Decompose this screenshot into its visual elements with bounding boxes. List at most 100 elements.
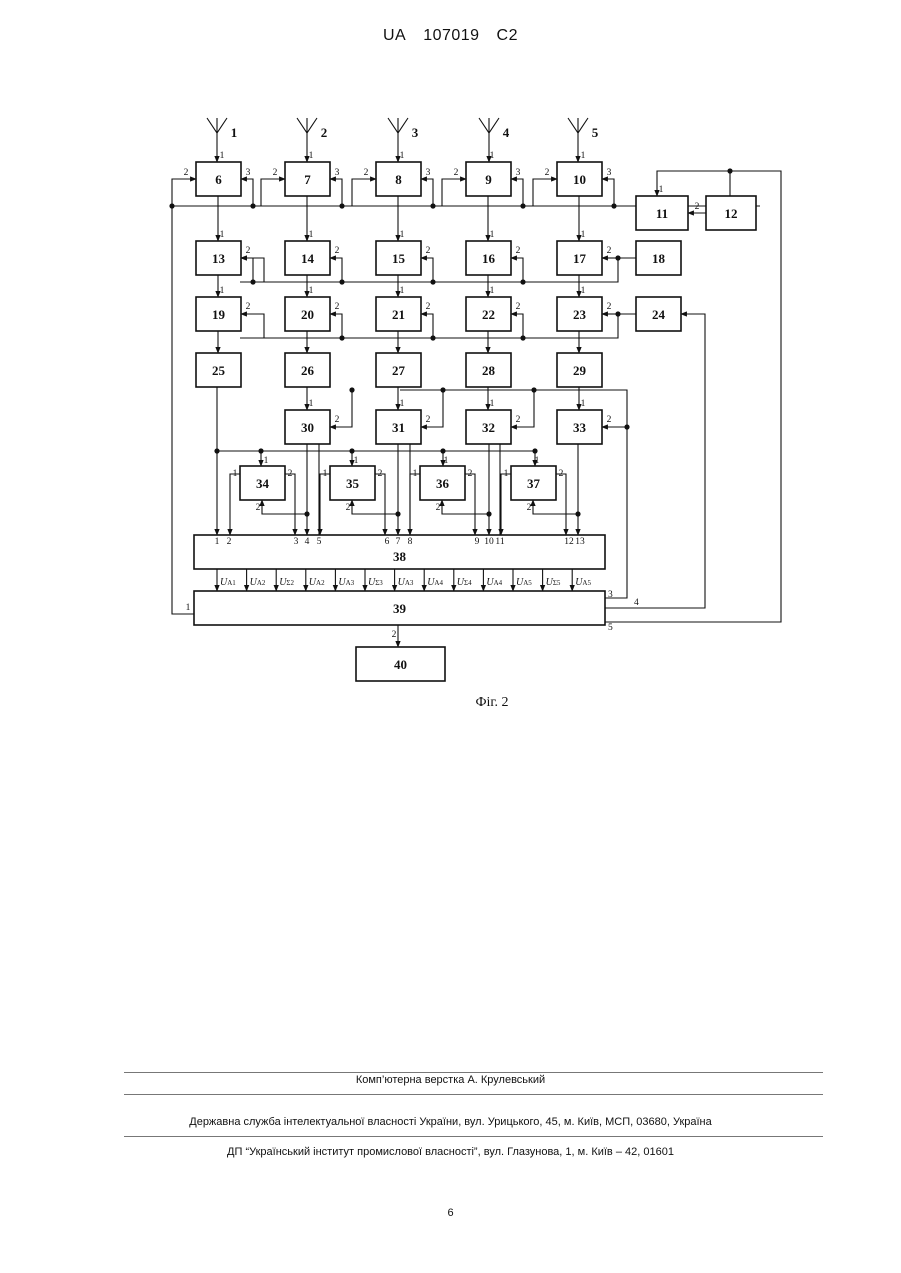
junction-dot [250, 203, 255, 208]
block-label-11: 11 [656, 206, 668, 221]
block38-input-3: 3 [294, 537, 299, 547]
port-label: 2 [246, 302, 251, 312]
port-label: 2 [545, 168, 550, 178]
junction-dot [258, 448, 263, 453]
cmp-port2 [352, 500, 398, 514]
port-3-line [241, 179, 253, 206]
port-3-line [511, 179, 523, 206]
block-label-38: 38 [393, 549, 407, 564]
junction-dot [575, 511, 580, 516]
row3-port2 [421, 314, 433, 338]
port-3-line [602, 179, 614, 206]
block38-input-8: 8 [408, 537, 413, 547]
port-label: 1 [220, 151, 225, 161]
port-label: 1 [581, 286, 586, 296]
port-label: 2 [246, 246, 251, 256]
port-label: 1 [504, 469, 509, 479]
port-label: 1 [309, 230, 314, 240]
port-label: 2 [516, 415, 521, 425]
row3-port2 [511, 314, 523, 338]
port-label: 1 [354, 456, 359, 466]
bus-label: UA3 [338, 577, 354, 588]
cmp-out-2 [285, 474, 295, 535]
block-label-32: 32 [482, 420, 495, 435]
port-label: 2 [559, 469, 564, 479]
port-label: 1 [490, 151, 495, 161]
row3-port2 [330, 314, 342, 338]
cmp-out-1 [501, 474, 511, 535]
port-label: 2 [607, 415, 612, 425]
port-label: 4 [634, 598, 639, 608]
junction-dot [430, 203, 435, 208]
antenna-label-2: 2 [321, 125, 328, 140]
bus-label: UΣ4 [457, 577, 472, 588]
block-label-25: 25 [212, 363, 226, 378]
junction-dot [520, 279, 525, 284]
cmp-out-1 [410, 474, 420, 535]
feedback-line-1 [172, 206, 194, 614]
junction-dot [624, 424, 629, 429]
port-label: 2 [426, 302, 431, 312]
cmp-port2 [262, 500, 307, 514]
row2-port2 [511, 258, 523, 282]
port-label: 1 [490, 399, 495, 409]
port-label: 1 [220, 230, 225, 240]
block-diagram: 6789101112131415161718192021222324252627… [0, 0, 901, 760]
block-label-31: 31 [392, 420, 405, 435]
port-label: 3 [246, 168, 251, 178]
port-label: 2 [392, 630, 397, 640]
port-label: 1 [400, 230, 405, 240]
port-label: 1 [659, 185, 664, 195]
block-label-8: 8 [395, 172, 402, 187]
junction-dot [339, 335, 344, 340]
junction-dot [349, 387, 354, 392]
footer-rule-1 [124, 1072, 823, 1073]
port-label: 1 [309, 399, 314, 409]
port-label: 2 [256, 503, 261, 513]
block-label-22: 22 [482, 307, 495, 322]
figure-caption: Фіг. 2 [475, 695, 508, 710]
cmp-port2 [442, 500, 489, 514]
port-label: 1 [309, 151, 314, 161]
block-label-36: 36 [436, 476, 450, 491]
block39-out-4 [605, 314, 705, 608]
port-3-line [330, 179, 342, 206]
port-label: 1 [400, 286, 405, 296]
port-label: 2 [607, 246, 612, 256]
port-label: 2 [695, 202, 700, 212]
port-label: 2 [607, 302, 612, 312]
port-label: 1 [490, 286, 495, 296]
port-label: 2 [378, 469, 383, 479]
bus-label: UA5 [516, 577, 532, 588]
port-label: 2 [335, 246, 340, 256]
port-label: 2 [436, 503, 441, 513]
block-label-9: 9 [485, 172, 492, 187]
block38-input-10: 10 [484, 537, 494, 547]
port-label: 1 [413, 469, 418, 479]
bus-label: UΣ5 [546, 577, 561, 588]
block38-input-9: 9 [475, 537, 480, 547]
bus-label: UΣ2 [279, 577, 294, 588]
junction-dot [520, 335, 525, 340]
block-label-39: 39 [393, 601, 407, 616]
junction-dot [214, 448, 219, 453]
port-label: 1 [444, 456, 449, 466]
block-label-12: 12 [725, 206, 738, 221]
antenna-label-1: 1 [231, 125, 238, 140]
port-2-line [172, 179, 196, 206]
port-label: 2 [426, 415, 431, 425]
block-label-16: 16 [482, 251, 496, 266]
bus-label: UA2 [309, 577, 325, 588]
port-label: 3 [335, 168, 340, 178]
block-label-18: 18 [652, 251, 666, 266]
antenna-label-3: 3 [412, 125, 419, 140]
antenna-label-4: 4 [503, 125, 510, 140]
block-label-30: 30 [301, 420, 314, 435]
block-label-33: 33 [573, 420, 587, 435]
block-label-6: 6 [215, 172, 222, 187]
institute-line: ДП “Український інститут промислової вла… [0, 1146, 901, 1158]
cmp-out-1 [230, 474, 240, 535]
port-label: 1 [535, 456, 540, 466]
junction-dot [339, 279, 344, 284]
cmp-out-2 [375, 474, 385, 535]
